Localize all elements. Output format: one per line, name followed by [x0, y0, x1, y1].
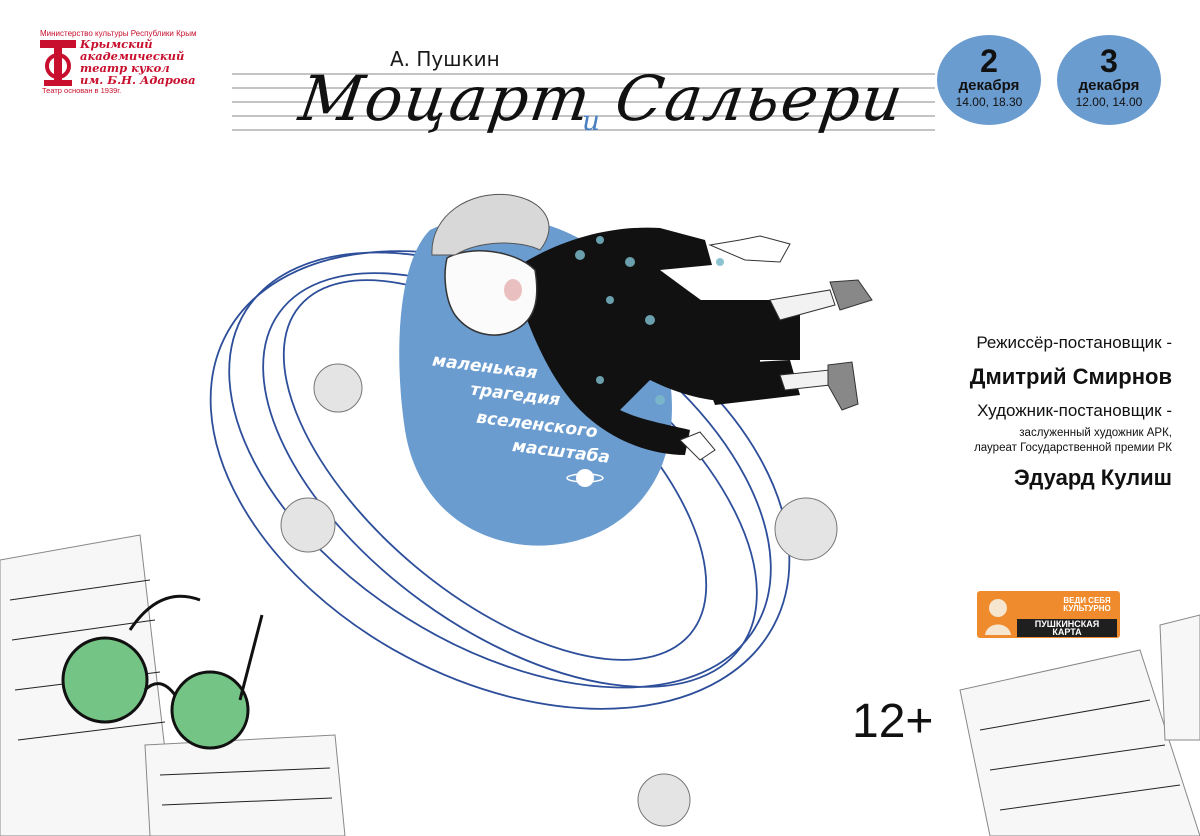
ministry-label: Министерство культуры Республики Крым	[40, 29, 197, 38]
theatre-name: Крымский академический театр кукол им. Б…	[80, 38, 200, 86]
age-rating: 12+	[852, 695, 934, 748]
title-conjunction: и	[582, 104, 601, 137]
glasses	[61, 594, 264, 750]
card-name: ПУШКИНСКАЯ КАРТА	[1017, 619, 1117, 637]
theatre-name-line: им. Б.Н. Адарова	[80, 73, 196, 87]
artist-name: Эдуард Кулиш	[1014, 465, 1172, 490]
author-name: А. Пушкин	[390, 47, 500, 71]
card-name-line: КАРТА	[1052, 627, 1082, 637]
date-day: 2	[980, 43, 998, 79]
card-slogan-line: КУЛЬТУРНО	[1063, 604, 1111, 613]
title-salieri: Сальери	[610, 62, 910, 135]
theatre-founded: Театр основан в 1939г.	[42, 86, 122, 95]
title-mozart: Моцарт	[294, 62, 597, 135]
small-planet	[566, 469, 604, 487]
card-slogan: ВЕДИ СЕБЯ КУЛЬТУРНО	[1059, 597, 1115, 613]
card-slogan-line: ВЕДИ СЕБЯ	[1063, 596, 1111, 605]
theatre-logo-icon	[40, 40, 76, 86]
date-badge: 3 декабря 12.00, 14.00	[1057, 35, 1161, 125]
theatre-name-line: Крымский	[80, 37, 153, 51]
theatre-name-line: академический	[80, 49, 185, 63]
date-month: декабря	[1078, 77, 1140, 94]
director-role: Режиссёр-постановщик -	[976, 333, 1172, 352]
card-name-line: ПУШКИНСКАЯ	[1034, 619, 1100, 629]
director-name: Дмитрий Смирнов	[969, 364, 1172, 389]
pushkin-card-logo: ВЕДИ СЕБЯ КУЛЬТУРНО ПУШКИНСКАЯ КАРТА	[977, 591, 1120, 638]
artist-title: заслуженный художник АРК, лауреат Госуда…	[974, 426, 1172, 456]
mozart-figure	[431, 193, 873, 461]
paper-balls	[280, 363, 838, 827]
artist-title-line: лауреат Государственной премии РК	[974, 442, 1172, 454]
pushkin-portrait-icon	[985, 599, 1011, 635]
date-month: декабря	[958, 77, 1020, 94]
date-day: 3	[1100, 43, 1118, 79]
date-times: 14.00, 18.30	[955, 95, 1023, 109]
theatre-name-line: театр кукол	[80, 61, 170, 75]
date-times: 12.00, 14.00	[1075, 95, 1143, 109]
artist-title-line: заслуженный художник АРК,	[1019, 427, 1172, 439]
artist-role: Художник-постановщик -	[977, 401, 1172, 420]
date-badge: 2 декабря 14.00, 18.30	[937, 35, 1041, 125]
music-staff	[232, 73, 935, 131]
